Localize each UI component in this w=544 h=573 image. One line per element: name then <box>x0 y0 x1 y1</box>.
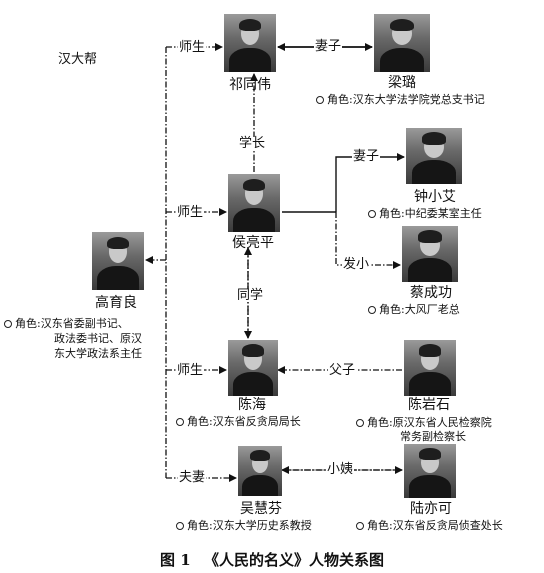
zhong-xiaoai-name: 钟小艾 <box>414 189 456 205</box>
chen-yanshi-name: 陈岩石 <box>408 397 450 413</box>
liang-lu-name: 梁璐 <box>388 75 416 91</box>
lu-yike-name: 陆亦可 <box>410 501 452 517</box>
relation-gao-chen: 师生 <box>176 363 205 378</box>
liang-lu-role: 角色:汉东大学法学院党总支书记 <box>316 94 485 105</box>
qi-tongwei-photo <box>224 14 276 72</box>
chen-yanshi-photo <box>404 340 456 396</box>
chen-hai-name: 陈海 <box>238 397 266 413</box>
relation-hou-qi: 学长 <box>238 136 267 151</box>
lu-yike-role: 角色:汉东省反贪局侦查处长 <box>356 520 503 531</box>
wu-huifen-role: 角色:汉东大学历史系教授 <box>176 520 312 531</box>
gao-yuliang-role: 角色:汉东省委副书记、 政法委书记、原汉 东大学政法系主任 <box>4 316 142 361</box>
hou-liangping-name: 侯亮平 <box>232 235 274 251</box>
cai-chenggong-role: 角色:大风厂老总 <box>368 304 460 315</box>
bullet-icon <box>176 522 184 530</box>
gao-yuliang-photo <box>92 232 144 290</box>
relation-gao-hou: 师生 <box>176 205 205 220</box>
wu-huifen-name: 吴慧芬 <box>240 501 282 517</box>
cai-chenggong-name: 蔡成功 <box>410 285 452 301</box>
chen-hai-role: 角色:汉东省反贪局局长 <box>176 416 301 427</box>
zhong-xiaoai-role: 角色:中纪委某室主任 <box>368 208 482 219</box>
bullet-icon <box>176 418 184 426</box>
relation-gao-wu: 夫妻 <box>178 470 207 485</box>
zhong-xiaoai-photo <box>406 128 462 184</box>
bullet-icon <box>316 96 324 104</box>
bullet-icon <box>356 522 364 530</box>
chen-hai-photo <box>228 340 278 396</box>
bullet-icon <box>368 306 376 314</box>
figure-number: 图 1 <box>160 551 191 569</box>
qi-tongwei-name: 祁同伟 <box>229 77 271 93</box>
hou-zhong-line <box>335 153 405 212</box>
group-label: 汉大帮 <box>58 52 98 67</box>
relation-qi-liang: 妻子 <box>314 39 343 54</box>
relation-yanshi-chen: 父子 <box>328 363 357 378</box>
hou-cai-line <box>335 212 401 269</box>
figure-caption: 图 1 《人民的名义》人物关系图 <box>0 549 544 570</box>
bullet-icon <box>356 419 364 427</box>
liang-lu-photo <box>374 14 430 72</box>
relation-wu-lu: 小姨 <box>326 462 355 477</box>
bullet-icon <box>368 210 376 218</box>
relation-hou-zhong: 妻子 <box>352 149 381 164</box>
gao-yuliang-name: 高育良 <box>95 295 137 311</box>
relation-hou-chen: 同学 <box>236 288 265 303</box>
chen-yanshi-role: 角色:原汉东省人民检察院 常务副检察长 <box>356 416 492 444</box>
hou-liangping-photo <box>228 174 280 232</box>
cai-chenggong-photo <box>402 226 458 282</box>
figure-title: 《人民的名义》人物关系图 <box>203 551 384 569</box>
relation-gao-qi: 师生 <box>178 40 207 55</box>
wu-huifen-photo <box>238 446 282 496</box>
bullet-icon <box>4 320 12 328</box>
lu-yike-photo <box>404 444 456 498</box>
relation-hou-cai: 发小 <box>342 257 371 272</box>
